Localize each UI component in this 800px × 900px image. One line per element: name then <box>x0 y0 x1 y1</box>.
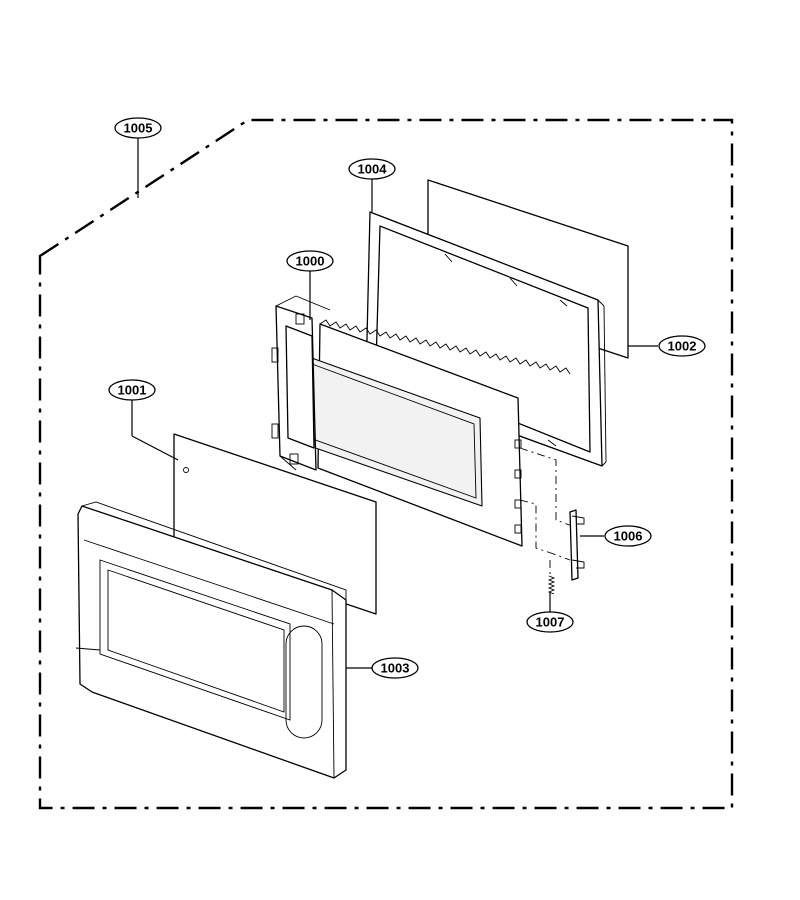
svg-text:1007: 1007 <box>536 615 565 630</box>
spring-part <box>547 575 556 595</box>
assembly-boundary <box>38 118 734 810</box>
callout-1007: 1007 <box>526 611 574 633</box>
door-front-part <box>75 501 347 779</box>
callout-1001: 1001 <box>108 379 156 401</box>
assembly-guide-lines <box>519 447 573 574</box>
callout-1003: 1003 <box>371 657 419 679</box>
callout-1002: 1002 <box>658 335 706 357</box>
callout-1000: 1000 <box>286 250 334 272</box>
svg-text:1004: 1004 <box>358 162 388 177</box>
latch-part <box>569 509 585 581</box>
svg-text:1006: 1006 <box>614 529 643 544</box>
svg-text:1001: 1001 <box>118 383 147 398</box>
callout-1004: 1004 <box>348 158 396 180</box>
inner-frame-part <box>365 211 607 467</box>
svg-text:1005: 1005 <box>124 121 153 136</box>
film-sheet-part <box>173 433 377 615</box>
leader-lines <box>131 138 658 669</box>
callout-1006: 1006 <box>604 525 652 547</box>
svg-text:1002: 1002 <box>668 339 697 354</box>
svg-text:1003: 1003 <box>381 661 410 676</box>
door-frame-part <box>271 295 571 547</box>
svg-text:1000: 1000 <box>296 254 325 269</box>
callout-1005: 1005 <box>114 117 162 139</box>
